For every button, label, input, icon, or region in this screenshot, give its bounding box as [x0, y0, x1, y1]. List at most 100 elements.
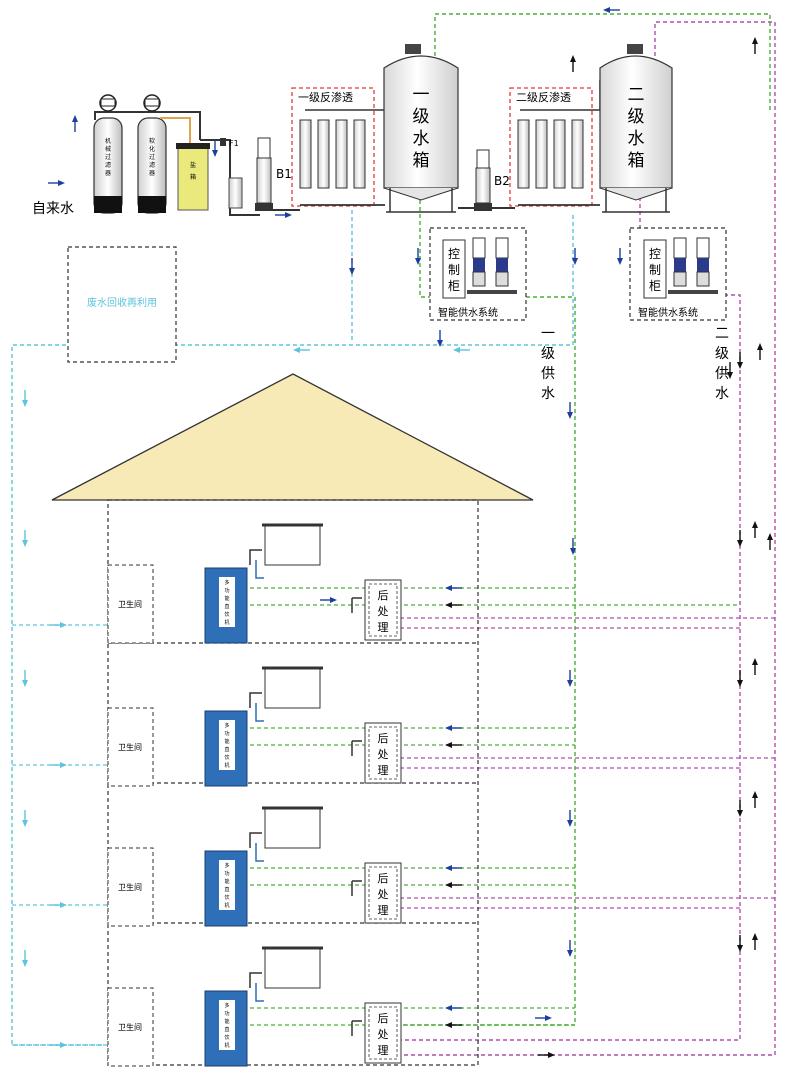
- pretreatment-section: 机械过滤器 软化过滤器 盐箱 F1 自来水 B1: [32, 94, 300, 217]
- post-treatment-label: 后处理: [378, 589, 389, 634]
- flow-arrow: [567, 680, 573, 687]
- dispenser-label: 多功能直饮机: [224, 579, 229, 626]
- waste-recycle-label: 废水回收再利用: [87, 296, 157, 309]
- counter: [264, 807, 321, 849]
- post-faucet: [351, 880, 362, 896]
- flow-arrow: [567, 820, 573, 827]
- flow-arrows: [22, 7, 773, 1058]
- flow-arrow: [60, 622, 67, 628]
- mechanical-filter: 机械过滤器: [93, 94, 123, 214]
- salt-tank-label: 盐箱: [190, 161, 196, 181]
- f1-valve: [220, 138, 226, 146]
- flow-arrow: [330, 597, 337, 603]
- secondary-supply-label: 二级供水: [715, 326, 729, 402]
- primary-supply-pipe: [400, 200, 576, 1026]
- bathroom-label: 卫生间: [118, 742, 142, 752]
- flow-arrow: [453, 347, 460, 353]
- bathroom-label: 卫生间: [118, 1022, 142, 1032]
- tank2-label: 二级水箱: [628, 85, 645, 171]
- flow-arrow: [445, 1005, 452, 1011]
- flow-arrow: [752, 933, 758, 940]
- f1-label: F1: [229, 139, 239, 148]
- flow-arrow: [737, 810, 743, 817]
- post-treatment: [364, 579, 402, 641]
- ro-stage-1: 一级反渗透: [291, 80, 386, 207]
- floors: 卫生间多功能直饮机后处理卫生间多功能直饮机后处理卫生间多功能直饮机后处理卫生间多…: [107, 523, 402, 1067]
- ro2-label: 二级反渗透: [516, 90, 571, 104]
- smart-supply-system-1: 控制柜 智能供水系统: [429, 227, 527, 321]
- flow-arrow: [60, 902, 67, 908]
- flow-arrow: [22, 820, 28, 827]
- flow-arrow: [22, 680, 28, 687]
- bathroom: [107, 707, 154, 787]
- counter: [264, 667, 321, 709]
- flow-arrow: [72, 115, 78, 122]
- salt-tank: 盐箱: [160, 117, 210, 211]
- flow-arrow: [212, 150, 218, 157]
- flow-arrow: [445, 865, 452, 871]
- post-treatment-label: 后处理: [378, 732, 389, 777]
- primary-top-pipe: [434, 13, 771, 110]
- mech-filter-label: 机械过滤器: [105, 137, 111, 177]
- b1-label: B1: [276, 167, 292, 181]
- flow-arrow: [570, 548, 576, 555]
- flow-arrow: [548, 1052, 555, 1058]
- flow-arrow: [767, 533, 773, 540]
- flow-arrow: [752, 791, 758, 798]
- faucet: [249, 972, 262, 988]
- bathroom-label: 卫生间: [118, 882, 142, 892]
- flow-arrow: [752, 521, 758, 528]
- roof: [51, 373, 534, 501]
- flow-arrow: [349, 268, 355, 275]
- bathroom: [107, 987, 154, 1067]
- softening-filter: 软化过滤器: [137, 94, 167, 214]
- flow-arrow: [445, 882, 452, 888]
- flow-arrow: [545, 1015, 552, 1021]
- post-treatment: [364, 722, 402, 784]
- dispenser-label: 多功能直饮机: [224, 722, 229, 769]
- post-treatment-label: 后处理: [378, 1012, 389, 1057]
- pump-b1: B1: [255, 137, 292, 211]
- security-filter: [228, 177, 243, 209]
- flow-arrow: [757, 343, 763, 350]
- smart-supply-label-2: 智能供水系统: [638, 306, 698, 319]
- flow-arrow: [445, 602, 452, 608]
- faucet: [249, 692, 262, 708]
- flow-arrow: [60, 1042, 67, 1048]
- ro-stage-2: 二级反渗透: [509, 80, 601, 207]
- faucet: [249, 549, 262, 565]
- control-cabinet-label-1: 控制柜: [448, 247, 460, 293]
- floor-pipes: [12, 587, 775, 1046]
- flow-arrow: [617, 258, 623, 265]
- flow-arrow: [60, 762, 67, 768]
- flow-arrow: [437, 340, 443, 347]
- flow-arrow: [737, 362, 743, 369]
- post-faucet: [351, 597, 362, 613]
- flow-arrow: [752, 658, 758, 665]
- ro1-label: 一级反渗透: [298, 90, 353, 104]
- flow-arrow: [22, 960, 28, 967]
- control-cabinet-label-2: 控制柜: [649, 247, 661, 293]
- post-faucet: [351, 740, 362, 756]
- tank1-label: 一级水箱: [413, 85, 430, 171]
- waste-recycle-box: 废水回收再利用: [67, 246, 177, 363]
- flow-arrow: [445, 742, 452, 748]
- supply-pumps-1: [467, 237, 517, 294]
- flow-arrow: [285, 212, 292, 218]
- flow-arrow: [752, 37, 758, 44]
- counter: [264, 524, 321, 566]
- primary-water-tank: 一级水箱: [383, 44, 459, 213]
- building: [51, 373, 534, 1066]
- floor-4: 卫生间 多功能直饮机 后处理: [107, 946, 402, 1067]
- dispenser-label: 多功能直饮机: [224, 1002, 229, 1049]
- flow-arrow: [737, 540, 743, 547]
- flow-arrow: [567, 412, 573, 419]
- flow-arrow: [445, 725, 452, 731]
- flow-arrow: [415, 258, 421, 265]
- flow-arrow: [58, 180, 65, 186]
- post-faucet: [351, 1020, 362, 1036]
- secondary-water-tank: 二级水箱: [599, 44, 673, 213]
- flow-arrow: [572, 258, 578, 265]
